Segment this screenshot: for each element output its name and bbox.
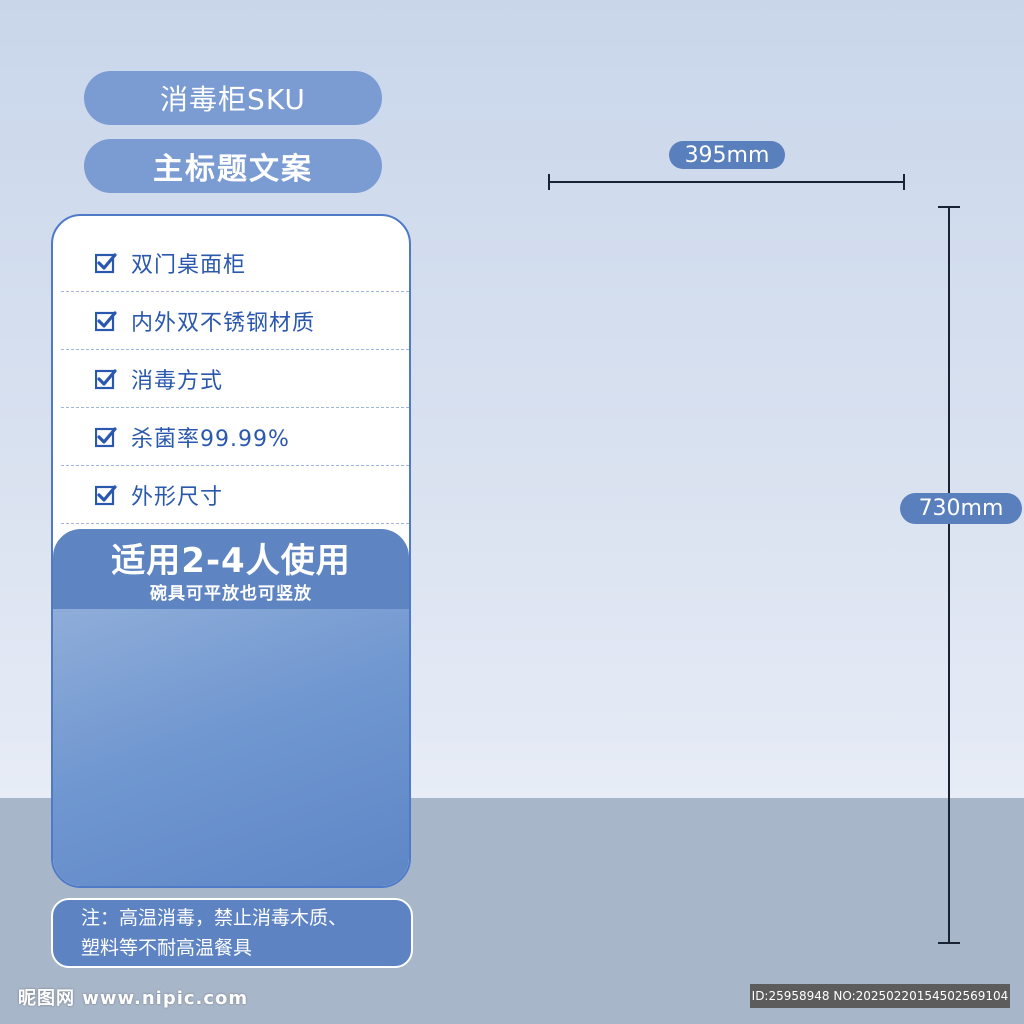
height-dimension-line: [948, 207, 950, 943]
height-dimension-cap-top: [938, 206, 960, 208]
sku-pill: 消毒柜SKU: [84, 71, 382, 125]
product-card: 双门桌面柜 内外双不锈钢材质 消毒方式 杀菌率99.99% 外形尺寸: [51, 214, 411, 888]
feature-item: 杀菌率99.99%: [61, 408, 409, 466]
image-id-label: ID:25958948 NO:20250220154502569104: [750, 984, 1010, 1008]
check-icon: [95, 484, 117, 506]
width-dimension-line: [548, 181, 905, 183]
feature-label: 内外双不锈钢材质: [131, 310, 316, 336]
feature-label: 外形尺寸: [131, 484, 224, 510]
note-line-1: 注：高温消毒，禁止消毒木质、: [81, 907, 348, 929]
feature-label: 杀菌率99.99%: [131, 426, 290, 452]
height-dimension-label: 730mm: [900, 493, 1022, 524]
height-dimension-cap-bottom: [938, 942, 960, 944]
usage-title: 适用2-4人使用: [111, 541, 351, 581]
check-icon: [95, 368, 117, 390]
feature-item: 双门桌面柜: [61, 234, 409, 292]
usage-banner: 适用2-4人使用 碗具可平放也可竖放: [53, 529, 409, 609]
width-dimension-label: 395mm: [669, 141, 785, 169]
feature-label: 双门桌面柜: [131, 252, 247, 278]
check-icon: [95, 252, 117, 274]
check-icon: [95, 310, 117, 332]
feature-item: 内外双不锈钢材质: [61, 292, 409, 350]
width-dimension-cap-right: [903, 174, 905, 190]
product-image-area: [53, 609, 409, 886]
main-title-pill: 主标题文案: [84, 139, 382, 193]
feature-item: 消毒方式: [61, 350, 409, 408]
usage-subtitle: 碗具可平放也可竖放: [150, 584, 312, 604]
site-watermark: 昵图网 www.nipic.com: [18, 988, 249, 1009]
feature-item: 外形尺寸: [61, 466, 409, 524]
feature-label: 消毒方式: [131, 368, 224, 394]
check-icon: [95, 426, 117, 448]
note-line-2: 塑料等不耐高温餐具: [81, 937, 253, 959]
width-dimension-cap-left: [548, 174, 550, 190]
note-box: 注：高温消毒，禁止消毒木质、 塑料等不耐高温餐具: [51, 898, 413, 968]
